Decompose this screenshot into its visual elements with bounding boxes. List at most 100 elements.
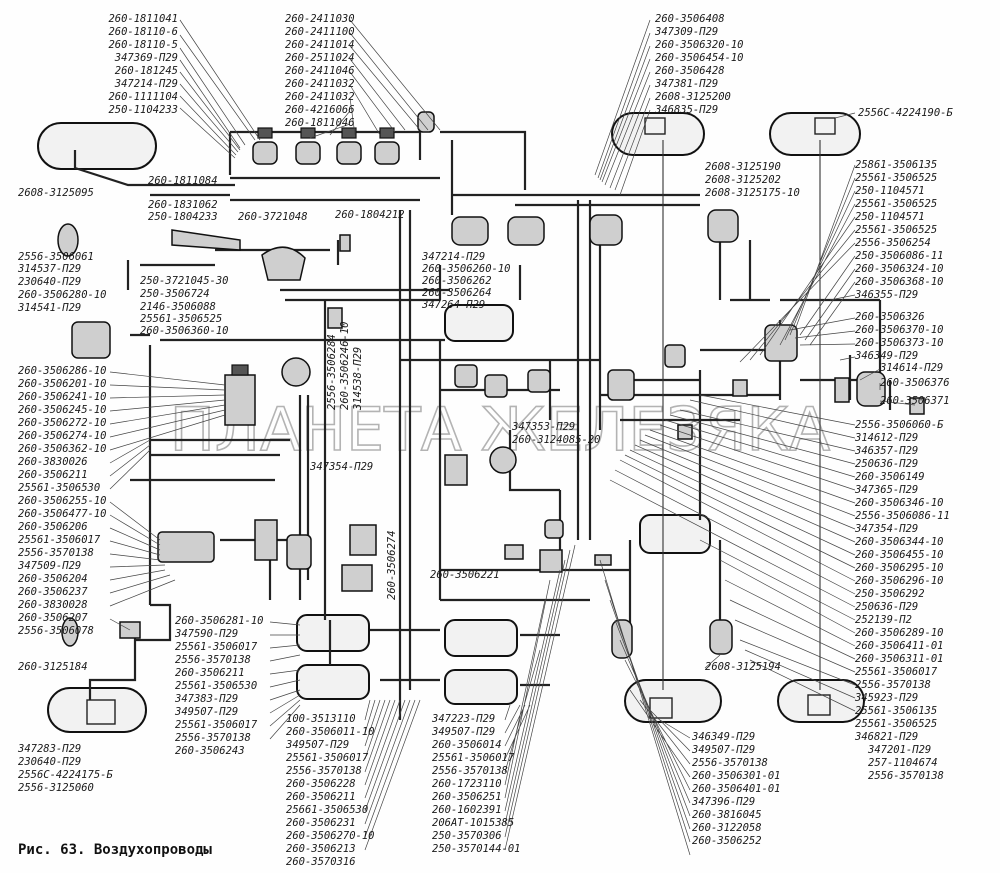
part-label: 260-3506295-10: [855, 562, 944, 574]
part-label: 25561-3506525: [855, 172, 937, 184]
part-label: 25561-3506530: [175, 680, 257, 692]
part-label: 260-2511024: [285, 52, 355, 64]
part-label: 260-3506201-10: [18, 378, 107, 390]
part-label: 257-1104674: [868, 757, 938, 769]
part-label: 314541-П29: [17, 302, 81, 314]
part-label: 260-3506289-10: [855, 627, 944, 639]
part-label: 260-3506455-10: [855, 549, 944, 561]
part-label: 2146-3506088: [140, 301, 216, 313]
part-label: 314538-П29: [352, 347, 364, 411]
part-label: 250-3570144-01: [432, 843, 521, 855]
part-label: 260-3506262: [422, 275, 492, 287]
part-label: 25561-3506135: [855, 705, 937, 717]
part-label: 260-3506401-01: [692, 783, 781, 795]
part-label: 25661-3506530: [286, 804, 368, 816]
label-group-center-mid: 347353-П29 260-3124085-20 347354-П29 260…: [309, 421, 601, 581]
part-label: 2556-3570138: [432, 765, 508, 777]
label-group-left-mid: 2556-3506061 314537-П29 230640-П29 260-3…: [17, 251, 107, 314]
part-label: 260-18110-5: [108, 39, 178, 51]
part-label: 349507-П29: [285, 739, 349, 751]
part-label: 260-1602391: [432, 804, 502, 816]
part-label: 2556-3506284: [326, 334, 338, 410]
part-label: 260-3506221: [430, 569, 500, 581]
part-label: 347264-П29: [421, 299, 485, 311]
part-label: 260-3506243: [175, 745, 245, 757]
part-label: 260-3506428: [655, 65, 725, 77]
part-label: 260-3506014: [432, 739, 502, 751]
part-label: 250-3721045-30: [140, 275, 229, 287]
part-label: 2556С-4224190-Б: [858, 107, 954, 119]
part-label: 260-3506274-10: [18, 430, 107, 442]
part-label: 260-1804212: [335, 209, 405, 221]
part-label: 2556-3570138: [868, 770, 944, 782]
part-label: 2556-3570138: [18, 547, 94, 559]
part-label: 260-3830026: [18, 456, 88, 468]
part-label: 346835-П29: [654, 104, 718, 116]
part-label: 260-3506296-10: [855, 575, 944, 587]
part-label: 260-3506246-10: [339, 321, 351, 410]
receiver-right-mid: [639, 514, 711, 554]
part-label: 2556-3570138: [175, 654, 251, 666]
part-label: 25561-3506530: [18, 482, 100, 494]
part-label: 260-3570316: [286, 856, 356, 868]
part-label: 2556-3570138: [175, 732, 251, 744]
receivers: [37, 112, 865, 733]
part-label: 100-3513110: [286, 713, 356, 725]
part-label: 260-3506211: [175, 667, 245, 679]
part-label: 2556-3506078: [18, 625, 94, 637]
part-label: 250636-П29: [855, 458, 918, 470]
part-label: 260-3506274: [386, 530, 398, 600]
part-label: 2556-3506061: [18, 251, 94, 263]
receiver-bottom-b: [296, 664, 370, 700]
part-label: 260-1723110: [432, 778, 502, 790]
label-group-bottom-left: 260-3506281-10 347590-П29 25561-3506017 …: [174, 615, 264, 757]
part-label: 260-3506370-10: [855, 324, 944, 336]
label-group-center-tank: 347214-П29 260-3506260-10 260-3506262 26…: [421, 251, 511, 311]
leader-lines: [109, 19, 916, 856]
part-label: 347354-П29: [854, 523, 918, 535]
part-label: 260-2411032: [285, 91, 355, 103]
part-label: 260-3506281-10: [175, 615, 264, 627]
part-label: 346349-П29: [854, 350, 918, 362]
part-label: 260-3506320-10: [655, 39, 744, 51]
part-label: 347396-П29: [691, 796, 755, 808]
figure-caption: Рис. 63. Воздухопроводы: [18, 842, 212, 858]
part-label: 347309-П29: [654, 26, 718, 38]
part-label: 347383-П29: [174, 693, 238, 705]
part-label: 349507-П29: [431, 726, 495, 738]
part-label: 2608-3125200: [655, 91, 731, 103]
part-label: 230640-П29: [18, 276, 81, 288]
part-label: 2556-3125060: [18, 782, 94, 794]
part-label: 346821-П29: [854, 731, 918, 743]
part-label: 347201-П29: [867, 744, 931, 756]
part-label: 260-3506211: [18, 469, 88, 481]
part-label: 260-3506206: [18, 521, 88, 533]
part-label: 25561-3506525: [855, 224, 937, 236]
part-label: 25561-3506525: [855, 718, 937, 730]
part-label: 347365-П29: [854, 484, 918, 496]
part-label: 250-3506292: [855, 588, 925, 600]
label-group-top-right: 260-3506408 347309-П29 260-3506320-10 26…: [654, 13, 954, 119]
part-label: 260-3506207: [18, 612, 88, 624]
part-label: 346355-П29: [854, 289, 918, 301]
receiver-bottom-c: [444, 619, 518, 657]
part-label: 260-3506270-10: [286, 830, 375, 842]
part-label: 260-3506371: [880, 395, 950, 407]
part-label: 260-1811046: [285, 117, 355, 129]
part-label: 260-3506311-01: [855, 653, 944, 665]
part-label: 2608-3125175-10: [705, 187, 800, 199]
part-label: 260-3506454-10: [655, 52, 744, 64]
part-label: 260-1811041: [108, 13, 178, 25]
label-group-right-column: 25861-3506135 25561-3506525 250-1104571 …: [854, 159, 950, 782]
part-label: 260-3506373-10: [855, 337, 944, 349]
part-label: 2608-3125194: [705, 661, 781, 673]
part-label: 347283-П29: [17, 743, 81, 755]
receiver-bottom-d: [444, 669, 518, 705]
part-label: 260-3506344-10: [855, 536, 944, 548]
part-label: 260-3506245-10: [18, 404, 107, 416]
receiver-bottom-a: [296, 614, 370, 652]
part-label: 260-3506228: [286, 778, 356, 790]
label-group-vertical: 2556-3506284 260-3506246-10 314538-П29 2…: [326, 321, 398, 600]
part-label: 260-3721048: [238, 211, 308, 223]
label-group-left-column: 260-3506286-10 260-3506201-10 260-350624…: [17, 365, 107, 637]
